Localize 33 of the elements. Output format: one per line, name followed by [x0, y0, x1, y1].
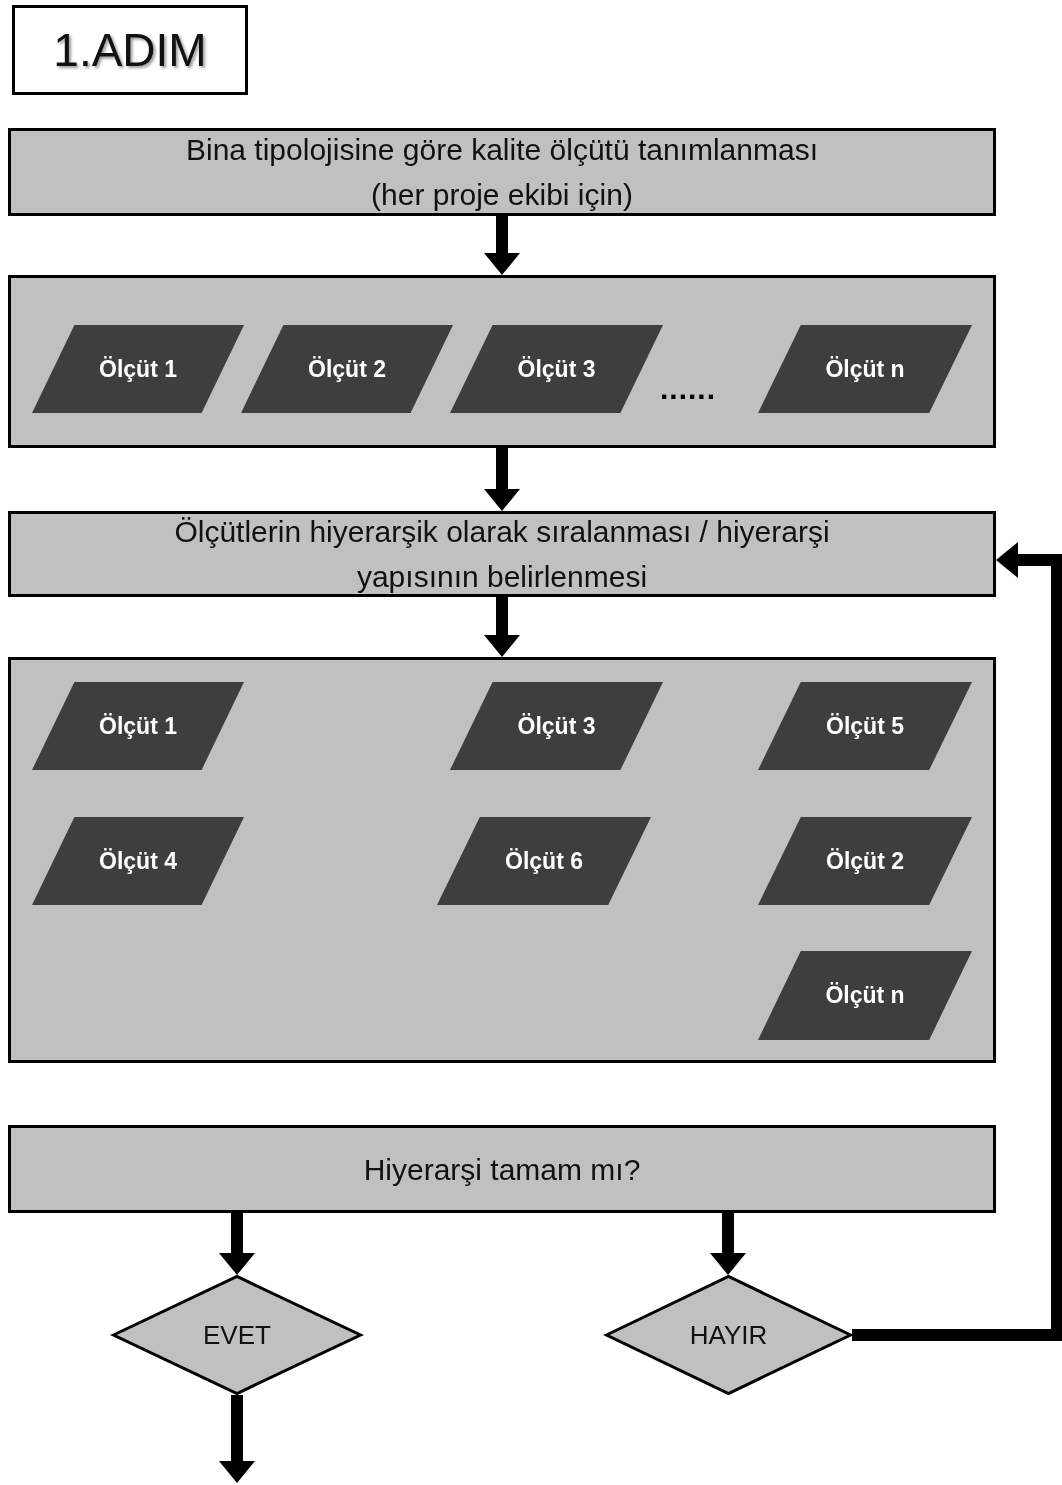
criterion-label: Ölçüt 6: [505, 847, 583, 875]
step-box: [12, 5, 248, 95]
criterion-label: Ölçüt 1: [99, 712, 177, 740]
arrow: [484, 597, 520, 657]
decision-label: EVET: [203, 1319, 271, 1351]
decision-label: HAYIR: [689, 1319, 768, 1351]
group-panel: [8, 275, 996, 448]
process-label: Ölçütlerin hiyerarşik olarak sıralanması / hiyerarşi yapısının belirlenmesi: [173, 514, 831, 595]
process-box: [8, 511, 996, 597]
arrow: [710, 1213, 746, 1275]
criterion-label: Ölçüt 2: [826, 847, 904, 875]
criterion-label: Ölçüt 4: [99, 847, 177, 875]
process-label: Bina tipolojisine göre kalite ölçütü tanımlanması (her proje ekibi için): [185, 132, 819, 213]
criterion-label: Ölçüt 3: [517, 712, 596, 740]
process-label: Hiyerarşi tamam mı?: [363, 1151, 641, 1188]
criterion-label: Ölçüt 2: [308, 355, 386, 383]
arrow: [219, 1395, 255, 1483]
criterion-label: Ölçüt 1: [99, 355, 177, 383]
criterion-label: Ölçüt n: [825, 982, 905, 1009]
arrow: [484, 448, 520, 511]
process-box: [8, 1125, 996, 1213]
criterion-label: Ölçüt n: [825, 355, 905, 383]
arrow: [219, 1213, 255, 1275]
step-label: 1.ADIM: [53, 23, 207, 77]
arrow: [484, 216, 520, 275]
process-box: [8, 128, 996, 216]
arrow: [852, 542, 1062, 1341]
criterion-label: Ölçüt 3: [517, 355, 596, 383]
criterion-label: Ölçüt 5: [826, 712, 904, 740]
decision-diamond: [605, 1275, 852, 1395]
decision-diamond: [112, 1275, 362, 1395]
ellipsis-text: ......: [660, 372, 716, 406]
group-panel: [8, 657, 996, 1063]
